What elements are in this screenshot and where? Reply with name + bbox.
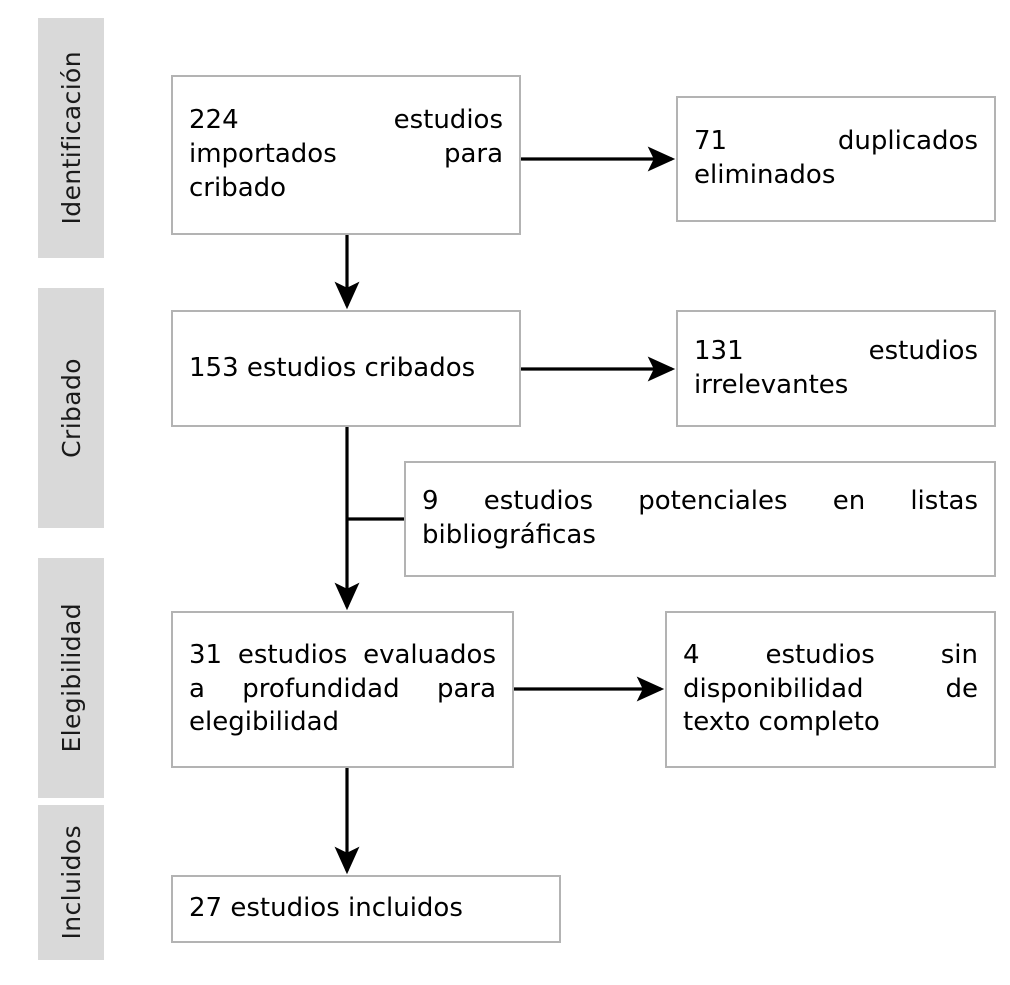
box-estudios-irrelevantes: 131 estudios irrelevantes <box>676 310 996 427</box>
box-estudios-importados-text: 224 estudios importados para cribado <box>189 105 503 203</box>
box-estudios-incluidos: 27 estudios incluidos <box>171 875 561 943</box>
box-sin-texto-completo-text: 4 estudios sin disponibilidad de texto c… <box>683 639 978 738</box>
phase-band-elegibilidad: Elegibilidad <box>38 558 104 798</box>
box-duplicados-eliminados: 71 duplicados eliminados <box>676 96 996 222</box>
phase-label-cribado: Cribado <box>56 358 86 458</box>
phase-label-incluidos: Incluidos <box>56 825 86 940</box>
box-estudios-evaluados-text: 31 estudios evaluados a profundidad para… <box>189 639 496 738</box>
box-estudios-irrelevantes-text: 131 estudios irrelevantes <box>694 335 978 400</box>
box-duplicados-eliminados-text: 71 duplicados eliminados <box>694 126 978 190</box>
box-estudios-incluidos-text: 27 estudios incluidos <box>189 893 463 924</box>
box-estudios-cribados-text: 153 estudios cribados <box>189 352 476 383</box>
box-listas-bibliograficas: 9 estudios potenciales en listas bibliog… <box>404 461 996 577</box>
phase-band-identificacion: Identificación <box>38 18 104 258</box>
phase-label-elegibilidad: Elegibilidad <box>56 603 86 753</box>
box-estudios-importados: 224 estudios importados para cribado <box>171 75 521 235</box>
box-estudios-evaluados: 31 estudios evaluados a profundidad para… <box>171 611 514 768</box>
phase-band-incluidos: Incluidos <box>38 805 104 960</box>
box-sin-texto-completo: 4 estudios sin disponibilidad de texto c… <box>665 611 996 768</box>
box-listas-bibliograficas-text: 9 estudios potenciales en listas bibliog… <box>422 486 978 550</box>
phase-label-identificacion: Identificación <box>56 51 86 225</box>
phase-band-cribado: Cribado <box>38 288 104 528</box>
box-estudios-cribados: 153 estudios cribados <box>171 310 521 427</box>
